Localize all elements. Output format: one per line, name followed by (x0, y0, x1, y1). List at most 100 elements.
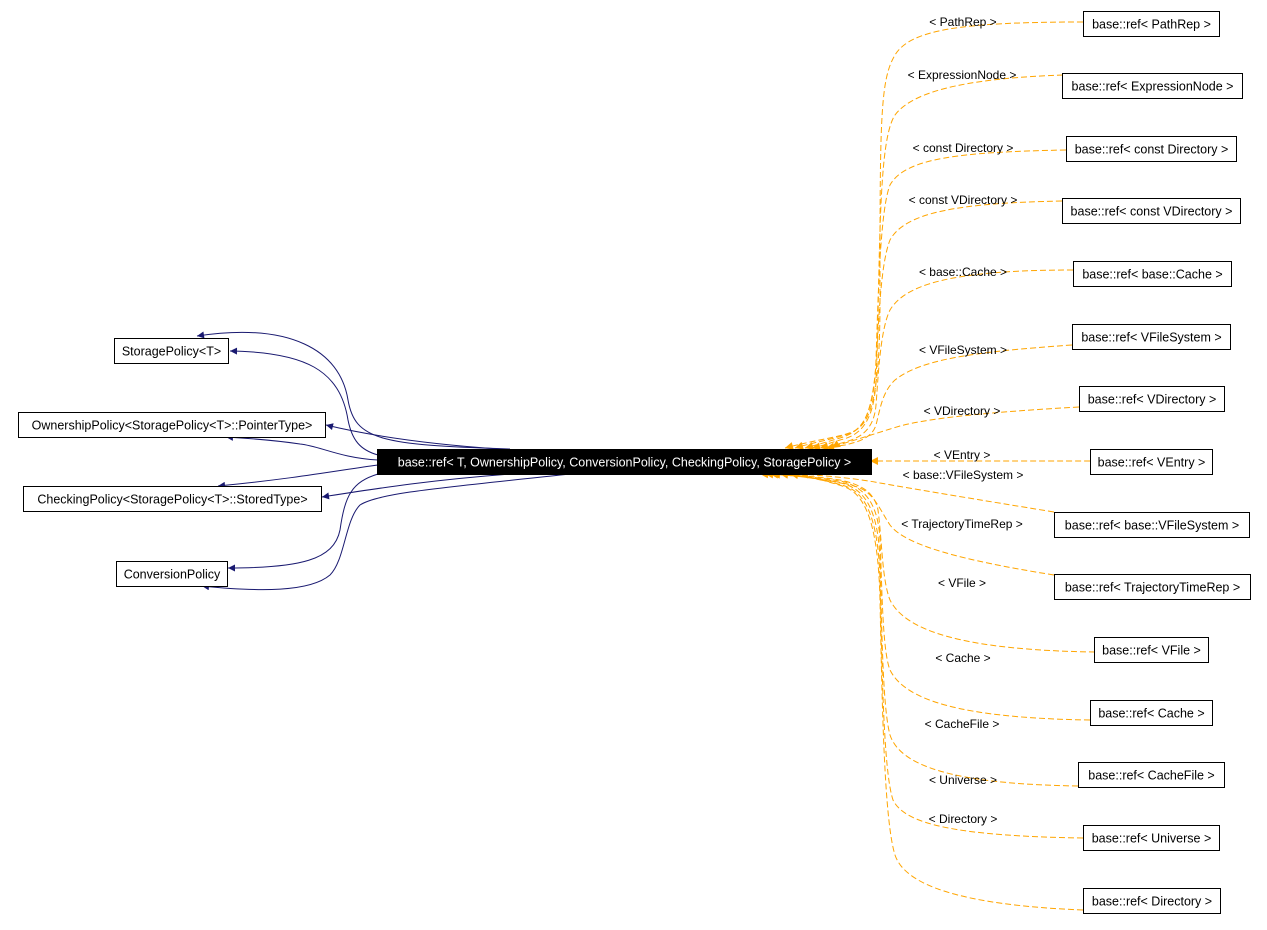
edge-label-exprnode: < ExpressionNode > (908, 68, 1017, 82)
instantiation-cache-box (1090, 700, 1213, 726)
instantiation-constdir[interactable]: base::ref< const Directory > (1066, 136, 1237, 162)
instantiation-vdir[interactable]: base::ref< VDirectory > (1079, 386, 1225, 412)
instantiation-cache-label: base::ref< Cache > (1098, 707, 1204, 721)
base-class-conversion[interactable]: ConversionPolicy (116, 561, 228, 587)
instantiation-cachefile-label: base::ref< CacheFile > (1088, 769, 1214, 783)
edge-vfs (825, 344, 1073, 451)
central-class-node-box (377, 449, 872, 475)
edge-label-basecache: < base::Cache > (919, 265, 1007, 279)
instantiation-cachefile-box (1078, 762, 1225, 788)
edge-label-vdir: < VDirectory > (924, 404, 1001, 418)
nodes: base::ref< T, OwnershipPolicy, Conversio… (18, 11, 1251, 914)
instantiation-cachefile[interactable]: base::ref< CacheFile > (1078, 762, 1225, 788)
edge-label-ventry: < VEntry > (934, 448, 991, 462)
instantiation-trajrep-box (1054, 574, 1251, 600)
central-class-node-label: base::ref< T, OwnershipPolicy, Conversio… (398, 456, 851, 470)
edge-label-constdir: < const Directory > (913, 141, 1014, 155)
template-edges (759, 21, 1096, 911)
base-class-checking[interactable]: CheckingPolicy<StoragePolicy<T>::StoredT… (23, 486, 322, 512)
edge-label-trajrep: < TrajectoryTimeRep > (901, 517, 1023, 531)
edge-universe (779, 470, 1084, 839)
base-class-storage[interactable]: StoragePolicy<T> (114, 338, 229, 364)
instantiation-pathrep-box (1083, 11, 1220, 37)
edge-label-pathrep: < PathRep > (929, 15, 996, 29)
inheritance-edges (196, 331, 571, 591)
edge-ownership-2 (225, 433, 379, 461)
instantiation-vfs-label: base::ref< VFileSystem > (1081, 331, 1221, 345)
base-class-conversion-label: ConversionPolicy (124, 568, 221, 582)
edge-basecache (819, 269, 1074, 450)
edge-label-basevfs: < base::VFileSystem > (903, 468, 1024, 482)
instantiation-vfile-label: base::ref< VFile > (1102, 644, 1201, 658)
edge-directory (789, 471, 1084, 911)
instantiation-constvdir[interactable]: base::ref< const VDirectory > (1062, 198, 1241, 224)
instantiation-basecache[interactable]: base::ref< base::Cache > (1073, 261, 1232, 287)
base-class-checking-label: CheckingPolicy<StoragePolicy<T>::StoredT… (37, 493, 307, 507)
edge-label-vfs: < VFileSystem > (919, 343, 1007, 357)
instantiation-cache[interactable]: base::ref< Cache > (1090, 700, 1213, 726)
base-class-storage-label: StoragePolicy<T> (122, 345, 221, 359)
edge-cachefile (771, 470, 1079, 787)
instantiation-constdir-box (1066, 136, 1237, 162)
instantiation-constvdir-label: base::ref< const VDirectory > (1071, 205, 1233, 219)
instantiation-basevfs-label: base::ref< base::VFileSystem > (1065, 519, 1239, 533)
central-class-node[interactable]: base::ref< T, OwnershipPolicy, Conversio… (377, 449, 872, 475)
base-class-checking-box (23, 486, 322, 512)
edge-exprnode (794, 74, 1064, 450)
base-class-ownership[interactable]: OwnershipPolicy<StoragePolicy<T>::Pointe… (18, 412, 326, 438)
instantiation-ventry[interactable]: base::ref< VEntry > (1090, 449, 1213, 475)
edge-label-cachefile: < CacheFile > (925, 717, 1000, 731)
instantiation-vdir-box (1079, 386, 1225, 412)
edge-conversion-2 (201, 473, 571, 591)
edge-label-vfile: < VFile > (938, 576, 986, 590)
edge-checking-2 (321, 473, 511, 500)
instantiation-directory[interactable]: base::ref< Directory > (1083, 888, 1221, 914)
instantiation-trajrep[interactable]: base::ref< TrajectoryTimeRep > (1054, 574, 1251, 600)
base-class-conversion-box (116, 561, 228, 587)
edge-ownership-1 (325, 423, 501, 450)
instantiation-vfile[interactable]: base::ref< VFile > (1094, 637, 1209, 663)
instantiation-directory-box (1083, 888, 1221, 914)
base-class-ownership-label: OwnershipPolicy<StoragePolicy<T>::Pointe… (32, 419, 313, 433)
instantiation-basevfs-box (1054, 512, 1250, 538)
edge-pathrep (784, 21, 1084, 450)
instantiation-exprnode-box (1062, 73, 1243, 99)
edge-vdir (831, 406, 1080, 449)
instantiation-universe[interactable]: base::ref< Universe > (1083, 825, 1220, 851)
instantiation-directory-label: base::ref< Directory > (1092, 895, 1212, 909)
edge-label-universe: < Universe > (929, 773, 997, 787)
edge-storage-2 (229, 347, 379, 456)
instantiation-basevfs[interactable]: base::ref< base::VFileSystem > (1054, 512, 1250, 538)
instantiation-universe-label: base::ref< Universe > (1092, 832, 1212, 846)
instantiation-constdir-label: base::ref< const Directory > (1075, 143, 1229, 157)
edge-cache (764, 470, 1091, 721)
instantiation-ventry-label: base::ref< VEntry > (1098, 456, 1206, 470)
instantiation-pathrep[interactable]: base::ref< PathRep > (1083, 11, 1220, 37)
instantiation-basecache-box (1073, 261, 1232, 287)
instantiation-vfs-box (1072, 324, 1231, 350)
edge-label-directory: < Directory > (929, 812, 998, 826)
instantiation-pathrep-label: base::ref< PathRep > (1092, 18, 1211, 32)
instantiation-trajrep-label: base::ref< TrajectoryTimeRep > (1065, 581, 1240, 595)
edge-labels: < PathRep > < ExpressionNode > < const Dir… (901, 15, 1023, 826)
instantiation-exprnode[interactable]: base::ref< ExpressionNode > (1062, 73, 1243, 99)
instantiation-constvdir-box (1062, 198, 1241, 224)
edge-storage-1 (196, 331, 511, 450)
instantiation-ventry-box (1090, 449, 1213, 475)
base-class-ownership-box (18, 412, 326, 438)
edge-label-constvdir: < const VDirectory > (909, 193, 1018, 207)
instantiation-vfile-box (1094, 637, 1209, 663)
edge-checking-1 (217, 464, 379, 489)
edge-conversion-1 (227, 473, 379, 572)
instantiation-exprnode-label: base::ref< ExpressionNode > (1072, 80, 1234, 94)
instantiation-universe-box (1083, 825, 1220, 851)
base-class-storage-box (114, 338, 229, 364)
instantiation-basecache-label: base::ref< base::Cache > (1082, 268, 1222, 282)
instantiation-vdir-label: base::ref< VDirectory > (1088, 393, 1217, 407)
instantiation-vfs[interactable]: base::ref< VFileSystem > (1072, 324, 1231, 350)
edge-vfile (759, 470, 1096, 653)
edge-label-cache: < Cache > (935, 651, 990, 665)
edge-constdir (804, 149, 1067, 450)
edge-basevfs (799, 470, 1055, 513)
